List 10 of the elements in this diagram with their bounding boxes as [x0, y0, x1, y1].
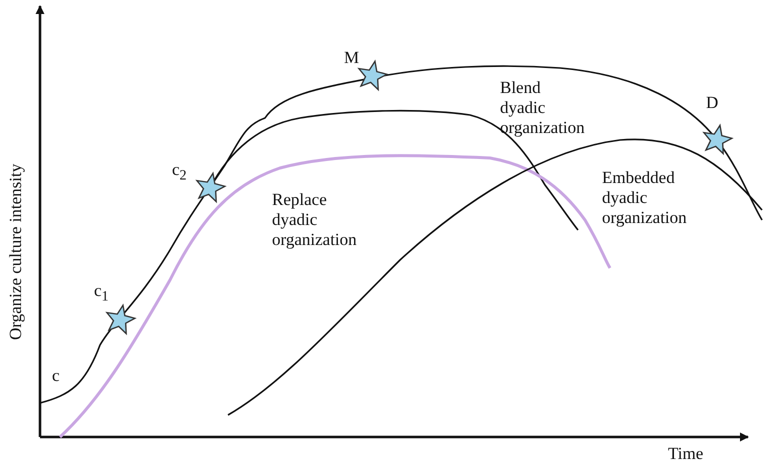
curve-label: Embedded dyadic organization — [602, 168, 687, 228]
point-label: M — [344, 48, 360, 68]
point-label: c$_{1}$ — [94, 281, 109, 306]
curve-label: Blend dyadic organization — [500, 78, 585, 138]
point-label: c$_{2}$ — [172, 160, 187, 186]
axis-title: Organize culture intensity — [6, 164, 26, 340]
curve-label: Replace dyadic organization — [272, 190, 357, 250]
axis-title: Time — [668, 444, 704, 464]
point-label: D — [706, 93, 718, 113]
point-label: c — [52, 366, 60, 386]
